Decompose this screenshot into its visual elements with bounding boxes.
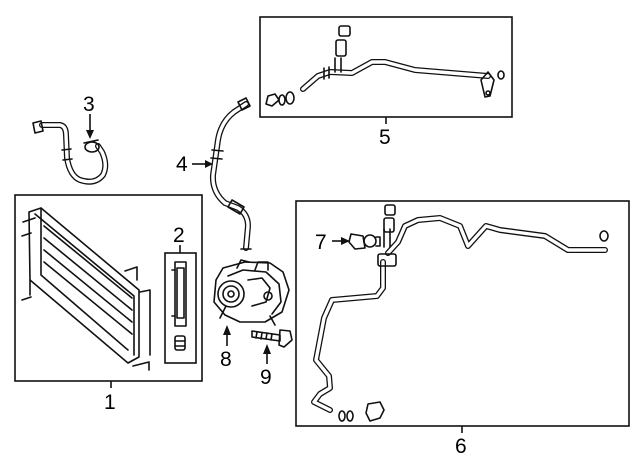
upper-liquid-line [265, 25, 505, 107]
pressure-switch [348, 233, 381, 250]
callout-4: 4 [176, 153, 188, 176]
callout-8: 8 [220, 348, 232, 371]
condenser [21, 207, 151, 371]
lower-liquid-line [311, 204, 609, 422]
callout-1: 1 [104, 391, 116, 414]
callout-2: 2 [173, 224, 185, 247]
callout-7: 7 [315, 231, 327, 254]
suction-hose [32, 120, 109, 185]
callout-3: 3 [83, 93, 95, 116]
callout-5: 5 [379, 126, 391, 149]
compressor [213, 259, 290, 326]
leaders [86, 114, 463, 433]
discharge-hose [209, 97, 252, 251]
callout-6: 6 [455, 435, 467, 458]
callout-9: 9 [260, 366, 272, 389]
upper-line-group-box [259, 16, 513, 118]
condenser-group-box [14, 194, 203, 382]
drier-element [171, 261, 187, 351]
bolt [251, 329, 293, 348]
